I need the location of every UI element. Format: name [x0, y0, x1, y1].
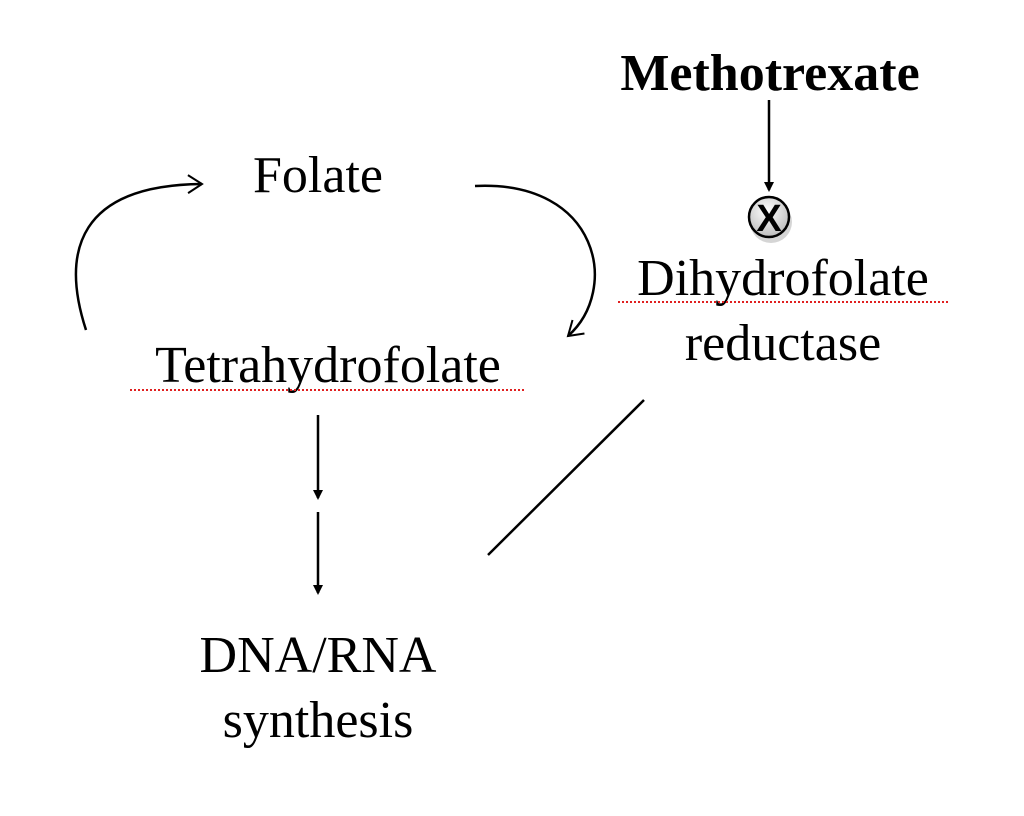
dna-rna-synthesis-label-line2: synthesis — [223, 692, 414, 749]
inhibition-icon: X — [747, 195, 792, 243]
methotrexate-label: Methotrexate — [620, 45, 919, 102]
svg-text:X: X — [756, 198, 782, 240]
dna-rna-synthesis-label-line1: DNA/RNA — [200, 627, 437, 684]
thf-to-folate-curved-arrow — [74, 174, 204, 331]
tetrahydrofolate-label: Tetrahydrofolate — [155, 337, 501, 394]
dihydrofolate-reductase-label-line2: reductase — [685, 315, 881, 372]
dihydrofolate-reductase-label-line1: Dihydrofolate — [637, 250, 929, 307]
folate-label: Folate — [253, 147, 383, 204]
enzyme-connector-line — [487, 399, 645, 556]
folate-to-thf-curved-arrow — [474, 184, 597, 338]
